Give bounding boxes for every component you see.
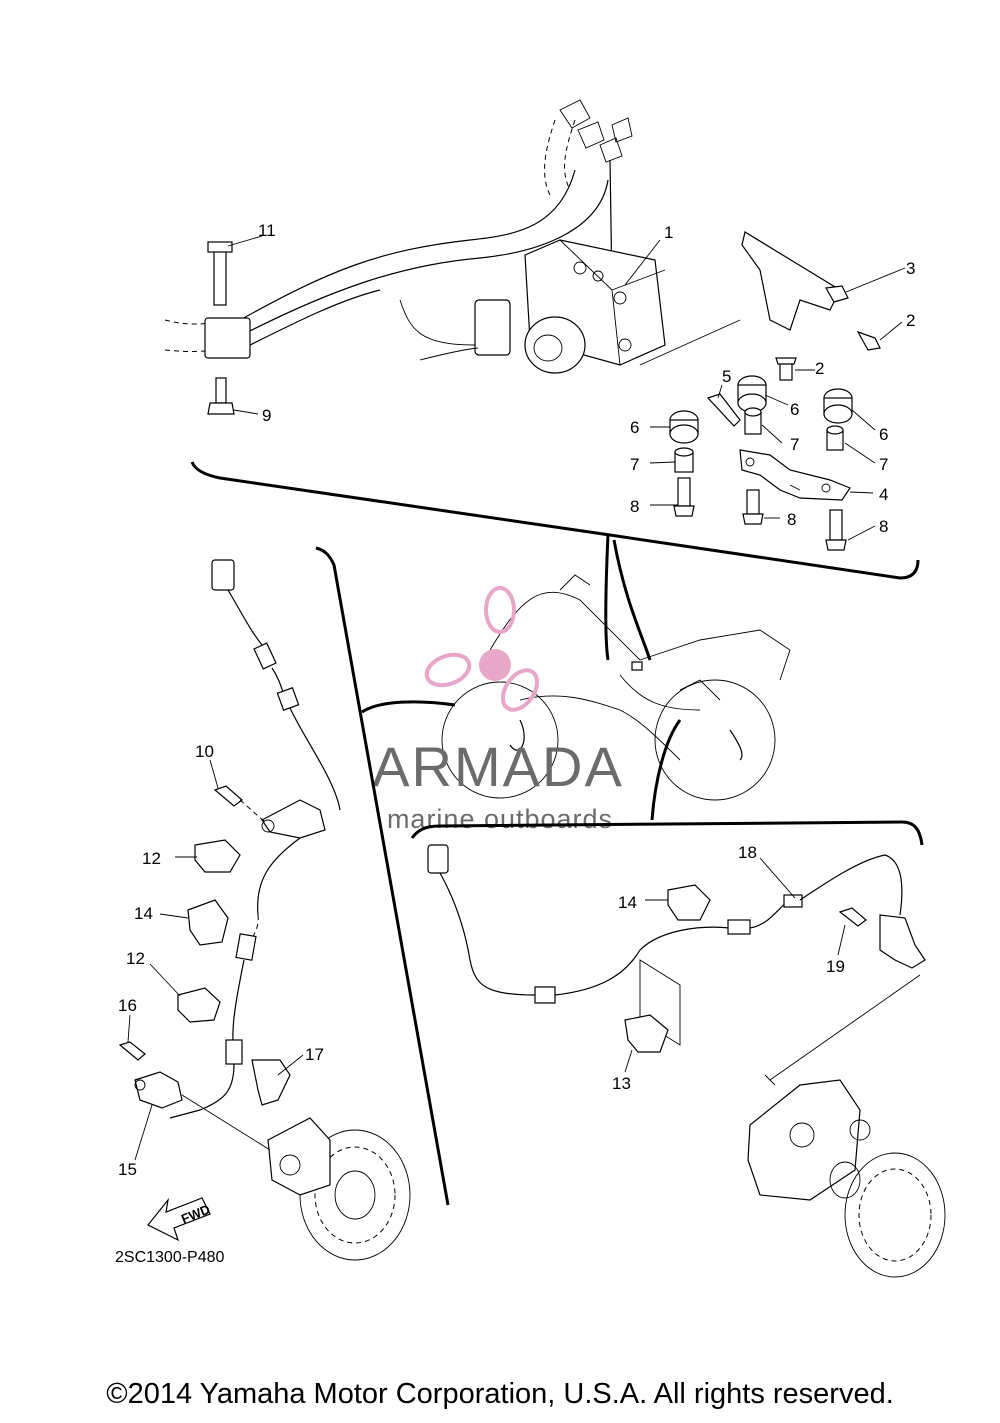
- drawing-code: 2SC1300-P480: [115, 1249, 225, 1266]
- callout-10: 10: [195, 742, 214, 761]
- callout-14: 14: [618, 893, 637, 912]
- callout-18: 18: [738, 843, 757, 862]
- callout-7: 7: [790, 435, 799, 454]
- callout-9: 9: [262, 406, 271, 425]
- callout-11: 11: [258, 221, 276, 240]
- part-callouts: 1 2 2 3 4 5 6 6 6 7 7 7 8 8 8 9 10 11 12…: [118, 221, 915, 1179]
- motorcycle-outline: [361, 534, 791, 821]
- callout-7: 7: [630, 455, 639, 474]
- abs-unit-section: [164, 99, 920, 580]
- callout-8: 8: [630, 497, 639, 516]
- callout-12: 12: [126, 949, 145, 968]
- callout-5: 5: [722, 367, 731, 386]
- callout-1: 1: [664, 223, 673, 242]
- callout-19: 19: [826, 957, 845, 976]
- callout-6: 6: [630, 418, 639, 437]
- callout-2: 2: [906, 311, 915, 330]
- callout-3: 3: [906, 259, 915, 278]
- callout-4: 4: [879, 485, 888, 504]
- callout-13: 13: [612, 1074, 631, 1093]
- callout-14: 14: [134, 904, 153, 923]
- rear-sensor-section: [410, 820, 946, 1278]
- callout-17: 17: [305, 1045, 324, 1064]
- callout-8: 8: [787, 510, 796, 529]
- front-sensor-section: [118, 546, 450, 1261]
- callout-6: 6: [879, 425, 888, 444]
- callout-7: 7: [879, 455, 888, 474]
- callout-16: 16: [118, 996, 137, 1015]
- callout-8: 8: [879, 517, 888, 536]
- callout-15: 15: [118, 1160, 137, 1179]
- callout-6: 6: [790, 400, 799, 419]
- watermark-brand: ARMADA: [372, 735, 624, 798]
- watermark-logo: [424, 586, 540, 712]
- callout-12: 12: [142, 849, 161, 868]
- callout-2: 2: [815, 359, 824, 378]
- copyright-notice: ©2014 Yamaha Motor Corporation, U.S.A. A…: [106, 1378, 894, 1410]
